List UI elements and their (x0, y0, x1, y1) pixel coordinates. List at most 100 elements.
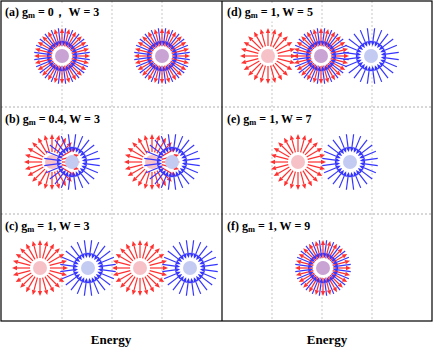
spin-shaft (386, 52, 399, 54)
grid-lines (1, 1, 432, 321)
spin-shaft (44, 164, 57, 166)
spin-head (302, 184, 306, 189)
hedgehog (295, 240, 351, 296)
spin-shaft (352, 134, 354, 147)
spin-head (38, 240, 42, 245)
spin-shaft (287, 142, 294, 153)
spin-head (371, 66, 375, 71)
hedgehog (162, 240, 218, 296)
spin-shaft (386, 58, 399, 60)
axis-label: Energy (91, 333, 131, 346)
spin-shaft (178, 136, 183, 148)
spin-head (296, 134, 300, 139)
spin-head (32, 142, 37, 147)
spin-shaft (120, 273, 131, 280)
spin-head (380, 48, 385, 52)
spin-head (20, 248, 25, 253)
spin-shaft (308, 165, 321, 168)
spin-head (154, 78, 158, 83)
spin-shaft (337, 274, 349, 279)
spin-shaft (136, 45, 148, 50)
spin-shaft (323, 71, 325, 84)
spin-shaft (32, 167, 43, 174)
hedgehog (112, 240, 168, 296)
spin-shaft (362, 171, 372, 179)
spin-shaft (179, 242, 184, 254)
spin-head (283, 71, 288, 76)
core-dot (291, 155, 305, 169)
spin-shaft (68, 30, 73, 42)
spin-shaft (18, 262, 31, 265)
spin-head (132, 142, 137, 147)
spin-shaft (164, 28, 166, 41)
spin-head (55, 248, 60, 253)
spin-head (56, 135, 60, 140)
spin-shaft (293, 58, 306, 60)
spin-shaft (301, 172, 304, 185)
panel-title: (f) gm = 1, W = 9 (227, 220, 310, 235)
subscript: m (248, 225, 255, 234)
spin-shaft (71, 246, 79, 256)
spin-head (132, 290, 136, 295)
spin-shaft (328, 145, 338, 153)
spin-head (284, 181, 288, 186)
spin-shaft (60, 270, 73, 272)
spin-head (266, 79, 270, 84)
spin-shaft (146, 151, 158, 156)
spin-head (333, 244, 337, 249)
spin-head (296, 272, 301, 276)
spin-shaft (322, 158, 335, 160)
spin-head (62, 272, 67, 276)
spin-shaft (61, 176, 66, 188)
spin-head (82, 158, 87, 162)
spin-head (98, 264, 103, 268)
spin-shaft (39, 55, 52, 56)
spin-shaft (94, 282, 99, 294)
spin-head (144, 184, 148, 189)
axis-label: Energy (307, 333, 347, 346)
spin-shaft (66, 251, 76, 259)
spin-head (303, 283, 308, 288)
spin-shaft (204, 274, 216, 279)
spin-shaft (187, 164, 200, 166)
spin-shaft (205, 270, 218, 272)
spin-head (42, 71, 47, 76)
spin-head (57, 162, 62, 166)
spin-shaft (78, 136, 83, 148)
spin-head (176, 171, 180, 176)
spin-head (321, 291, 325, 296)
spin-head (343, 60, 348, 64)
spin-head (186, 278, 190, 283)
spin-shaft (74, 134, 76, 147)
spin-shaft (134, 52, 147, 54)
spin-head (13, 260, 18, 264)
spin-head (125, 166, 130, 170)
spin-head (321, 160, 326, 164)
spin-shaft (161, 66, 162, 79)
spin-shaft (172, 55, 185, 56)
spin-shaft (196, 282, 201, 294)
spin-shaft (199, 246, 207, 256)
spin-head (35, 60, 40, 64)
spin-head (303, 248, 308, 253)
spin-head (367, 41, 371, 46)
spin-shaft (176, 62, 188, 67)
label-patch (226, 219, 311, 236)
spin-head (157, 166, 162, 170)
spin-head (346, 266, 351, 270)
label-patch (226, 5, 314, 22)
spin-head (381, 56, 386, 60)
spin-shaft (380, 34, 388, 44)
spin-shaft (58, 71, 60, 84)
spin-head (73, 268, 78, 272)
spin-shaft (55, 174, 63, 184)
panel-title: (c) gm = 1, W = 3 (5, 220, 90, 235)
spin-shaft (338, 270, 351, 272)
spin-head (297, 42, 302, 46)
spin-shaft (60, 264, 73, 266)
spin-shaft (144, 164, 157, 166)
spin-head (76, 171, 80, 176)
spin-head (308, 138, 312, 143)
spin-shaft (39, 245, 40, 258)
